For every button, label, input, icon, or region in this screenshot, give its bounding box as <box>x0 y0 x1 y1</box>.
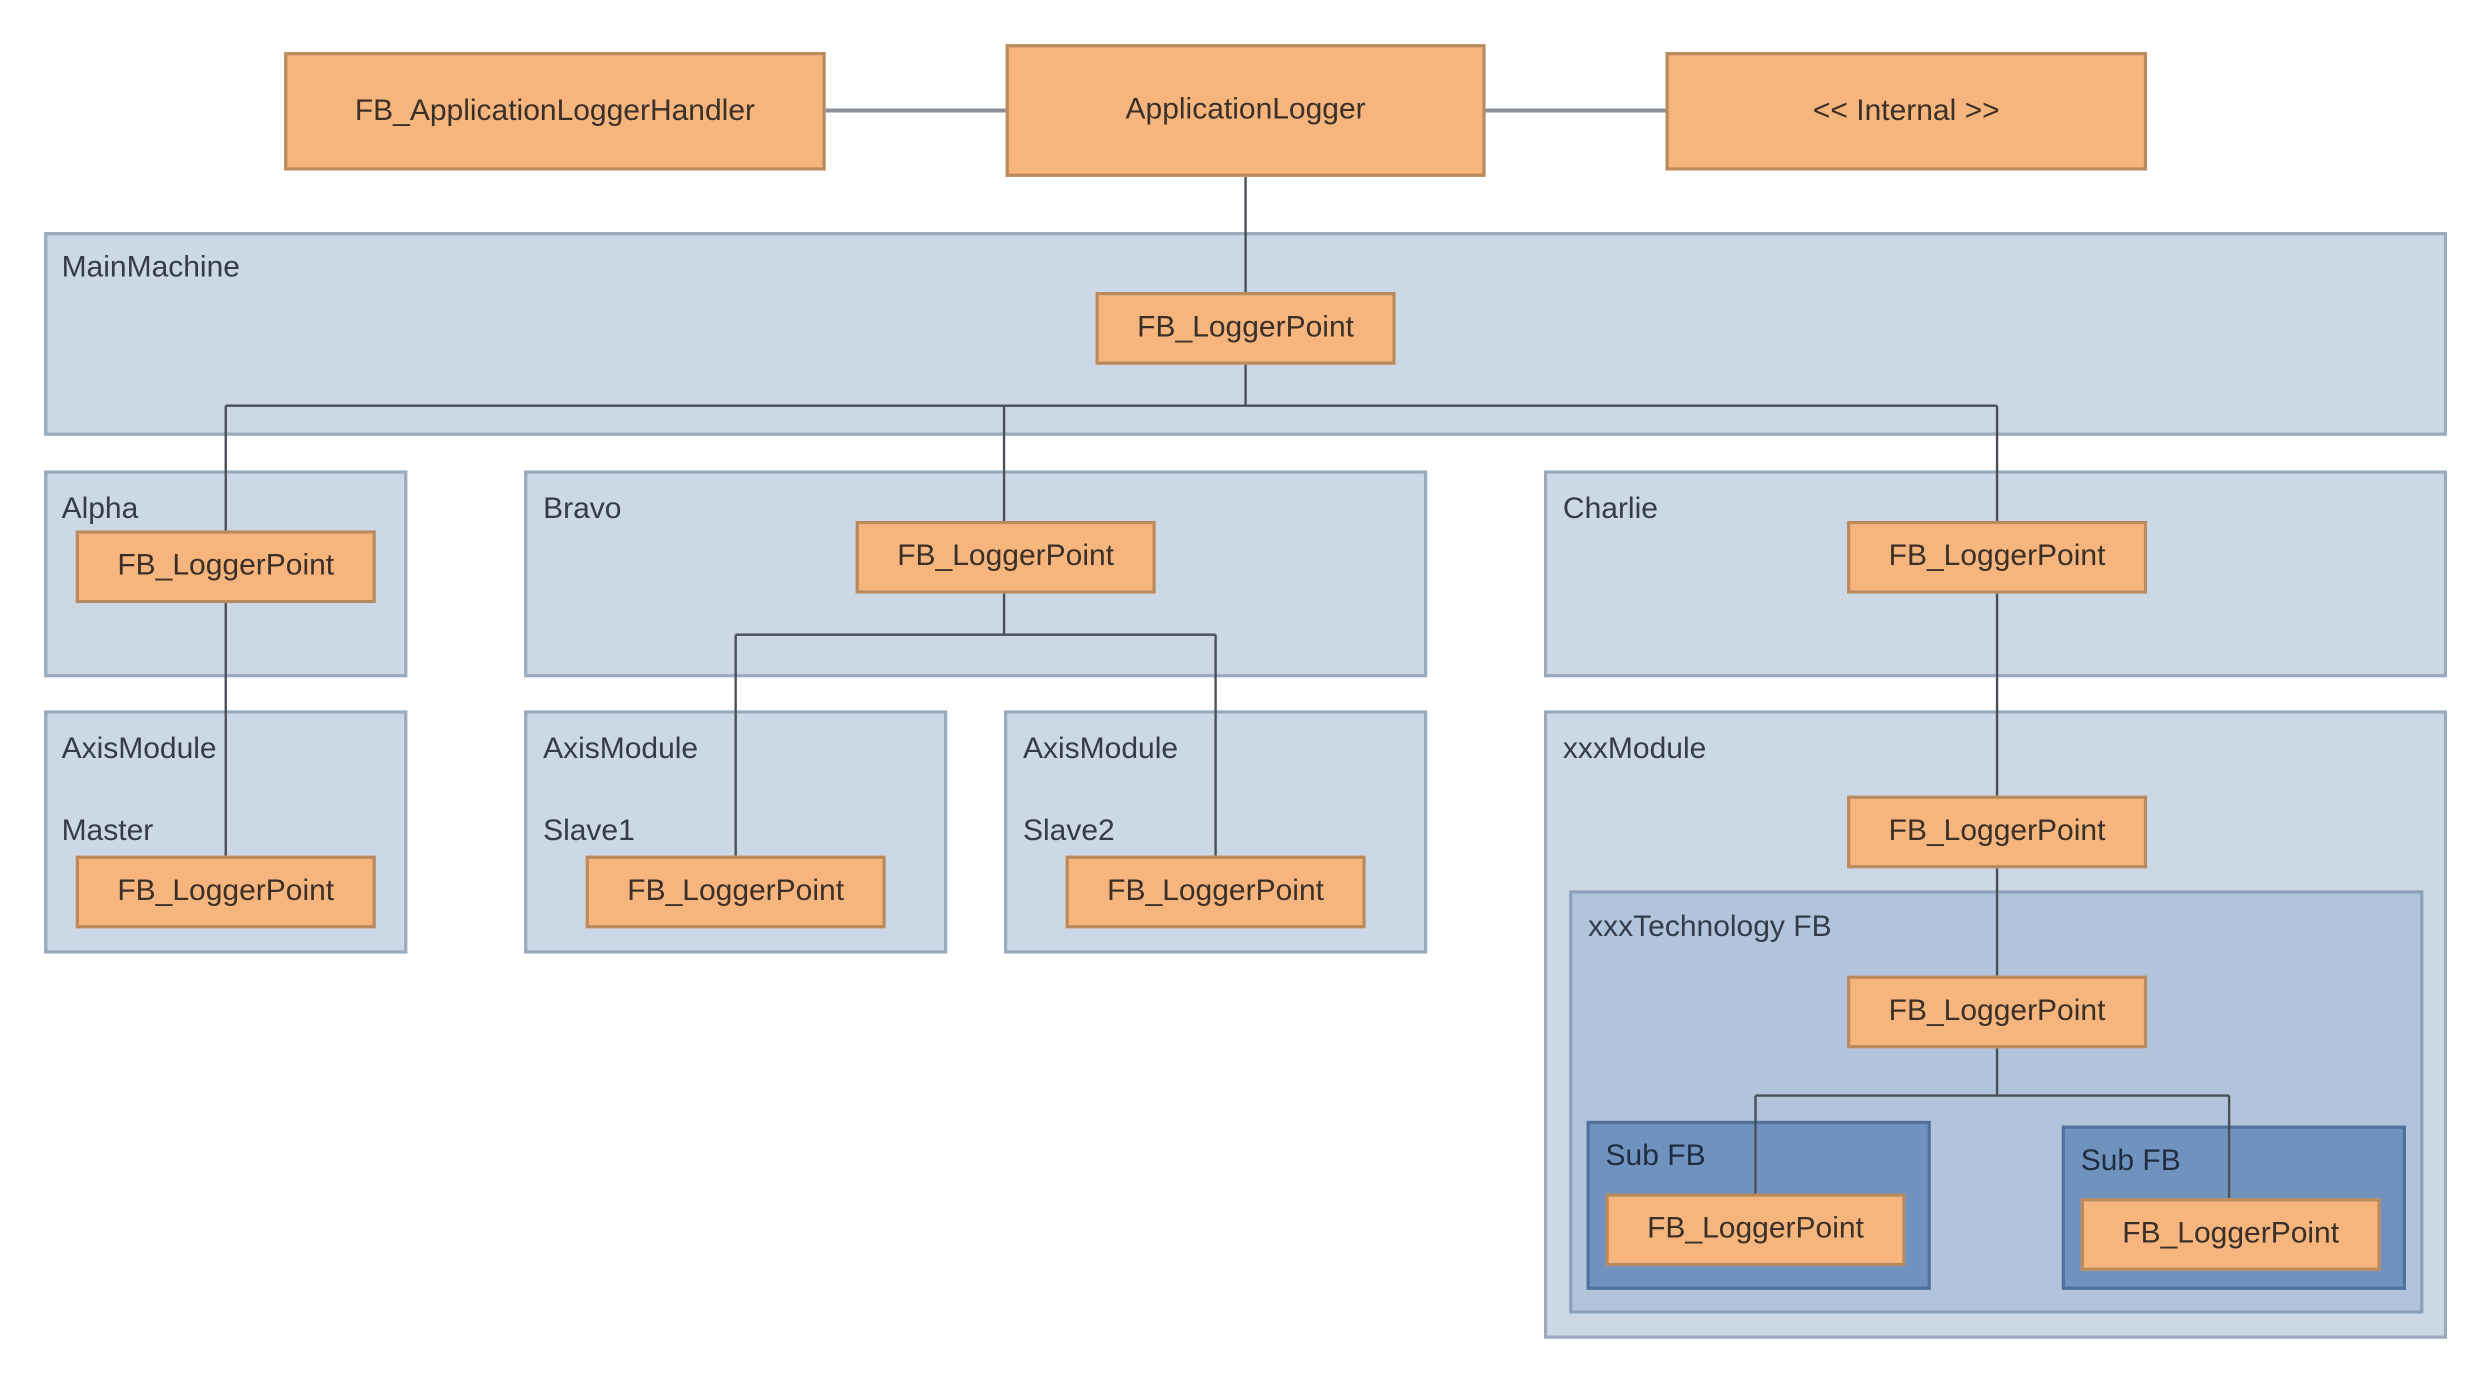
application-logger-block[interactable]: ApplicationLogger <box>1005 44 1486 177</box>
axis-module-slave2-sublabel: Slave2 <box>1022 814 1115 848</box>
bravo-label: Bravo <box>543 492 622 526</box>
sub-fb-left-label: Sub FB <box>1605 1139 1706 1173</box>
application-logger-handler-block[interactable]: FB_ApplicationLoggerHandler <box>284 52 826 171</box>
sub-fb-right-logger-point[interactable]: FB_LoggerPoint <box>2080 1198 2381 1271</box>
xxx-module-label: xxxModule <box>1562 732 1707 766</box>
axis-module-slave1-label: AxisModule <box>543 732 699 766</box>
axis-module-master-sublabel: Master <box>61 814 154 848</box>
axis-module-slave1-sublabel: Slave1 <box>543 814 635 848</box>
alpha-label: Alpha <box>61 492 139 526</box>
axis-master-logger-point[interactable]: FB_LoggerPoint <box>75 855 376 929</box>
internal-block[interactable]: << Internal >> <box>1665 52 2148 171</box>
xxx-module-logger-point[interactable]: FB_LoggerPoint <box>1847 795 2148 869</box>
sub-fb-left-logger-point[interactable]: FB_LoggerPoint <box>1605 1193 1906 1267</box>
axis-slave1-logger-point[interactable]: FB_LoggerPoint <box>585 855 886 929</box>
xxx-technology-fb-label: xxxTechnology FB <box>1588 910 1832 945</box>
alpha-logger-point[interactable]: FB_LoggerPoint <box>75 530 376 604</box>
main-machine-logger-point[interactable]: FB_LoggerPoint <box>1095 292 1396 365</box>
charlie-label: Charlie <box>1562 492 1658 526</box>
axis-slave2-logger-point[interactable]: FB_LoggerPoint <box>1065 855 1366 929</box>
axis-module-slave2-label: AxisModule <box>1022 732 1179 766</box>
axis-module-master-label: AxisModule <box>61 732 217 766</box>
sub-fb-right-label: Sub FB <box>2080 1144 2181 1178</box>
bravo-logger-point[interactable]: FB_LoggerPoint <box>855 520 1156 594</box>
charlie-logger-point[interactable]: FB_LoggerPoint <box>1847 520 2148 594</box>
xxx-technology-logger-point[interactable]: FB_LoggerPoint <box>1847 975 2148 1049</box>
main-machine-label: MainMachine <box>61 251 240 285</box>
